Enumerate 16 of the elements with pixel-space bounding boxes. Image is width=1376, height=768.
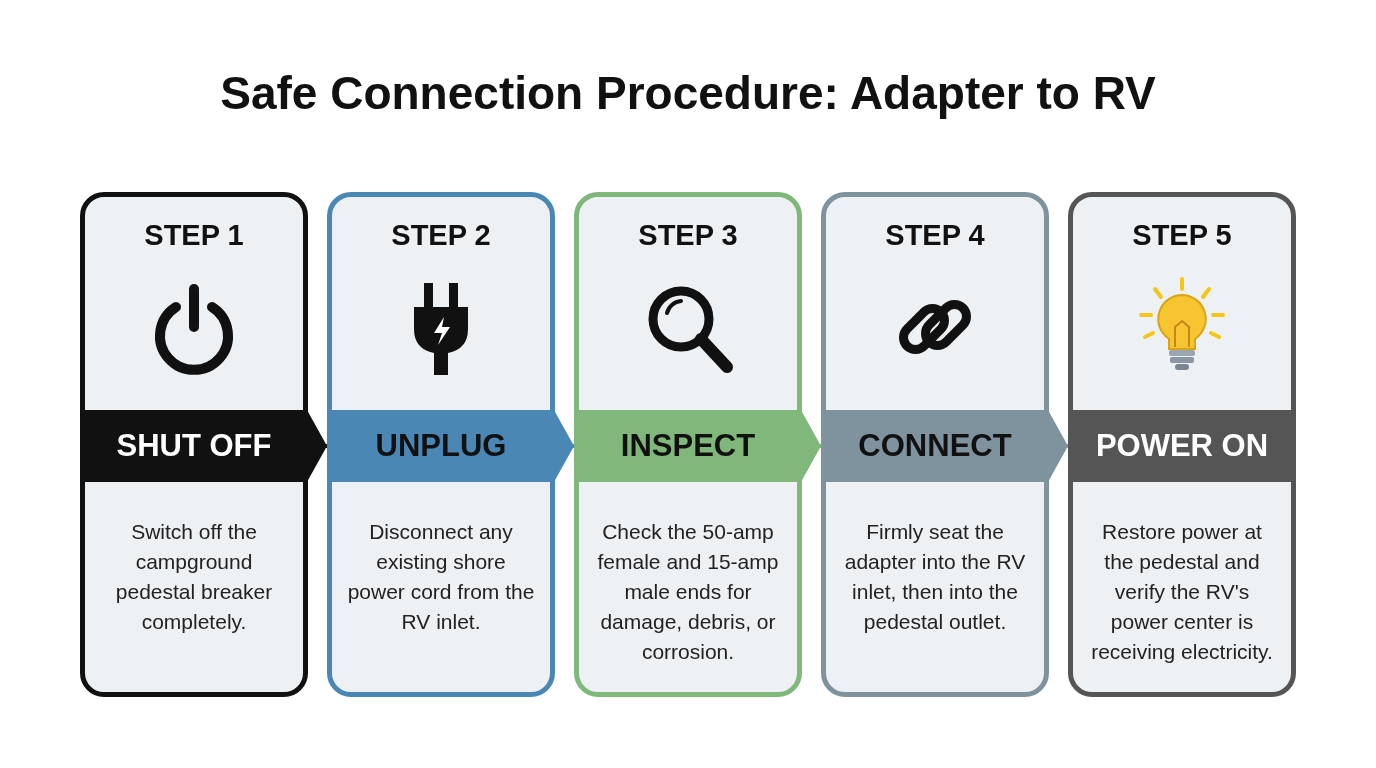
step-description: Switch off the campground pedestal breaker completely. xyxy=(114,519,274,635)
step-description: Firmly seat the adapter into the RV inlet, then into the pedestal outlet. xyxy=(843,519,1027,635)
step-number: STEP 1 xyxy=(143,219,245,252)
step-number: STEP 5 xyxy=(1131,219,1233,252)
step-card xyxy=(327,192,555,697)
step-number: STEP 4 xyxy=(884,219,986,252)
step-card xyxy=(574,192,802,697)
step-description: Restore power at the pedestal and verify the RV's power center is receiving electricity. xyxy=(1090,519,1274,665)
step-number: STEP 3 xyxy=(637,219,739,252)
title: Safe Connection Procedure: Adapter to RV xyxy=(219,66,1157,120)
step-description: Check the 50-amp female and 15-amp male ends for damage, debris, or corrosion. xyxy=(596,519,780,665)
step-card xyxy=(80,192,308,697)
step-card xyxy=(1068,192,1296,697)
step-description: Disconnect any existing shore power cord from the RV inlet. xyxy=(346,519,536,635)
step-number: STEP 2 xyxy=(390,219,492,252)
step-card xyxy=(821,192,1049,697)
